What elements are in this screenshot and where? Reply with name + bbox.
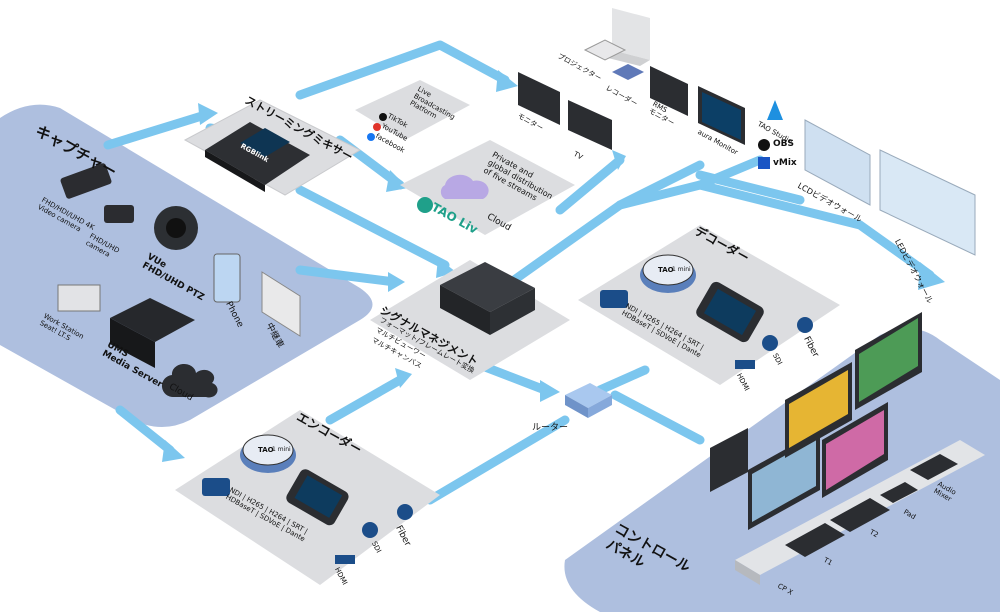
mixer-device	[205, 122, 310, 192]
arrow-network	[103, 40, 935, 505]
taoliv-cloud	[417, 174, 489, 213]
output-screens	[518, 8, 976, 256]
arrow-heads	[162, 70, 945, 462]
tao-encoder-model: 1 mini	[272, 446, 291, 453]
router-label: ルーター	[532, 423, 569, 433]
platform-logos	[367, 113, 387, 141]
control-devices	[710, 312, 985, 585]
decoder-devices	[600, 254, 813, 369]
tao-encoder-brand: TAO	[258, 446, 274, 454]
tao-decoder-model: 1 mini	[672, 266, 691, 273]
signal-device	[440, 262, 535, 335]
output-vmix: vMix	[773, 158, 797, 168]
output-obs: OBS	[773, 139, 794, 149]
router-device	[565, 383, 612, 418]
platform-panel	[355, 80, 470, 140]
capture-devices	[57, 163, 301, 398]
tao-decoder-brand: TAO	[658, 266, 674, 274]
encoder-devices	[202, 434, 413, 564]
studio-logos	[758, 100, 783, 169]
